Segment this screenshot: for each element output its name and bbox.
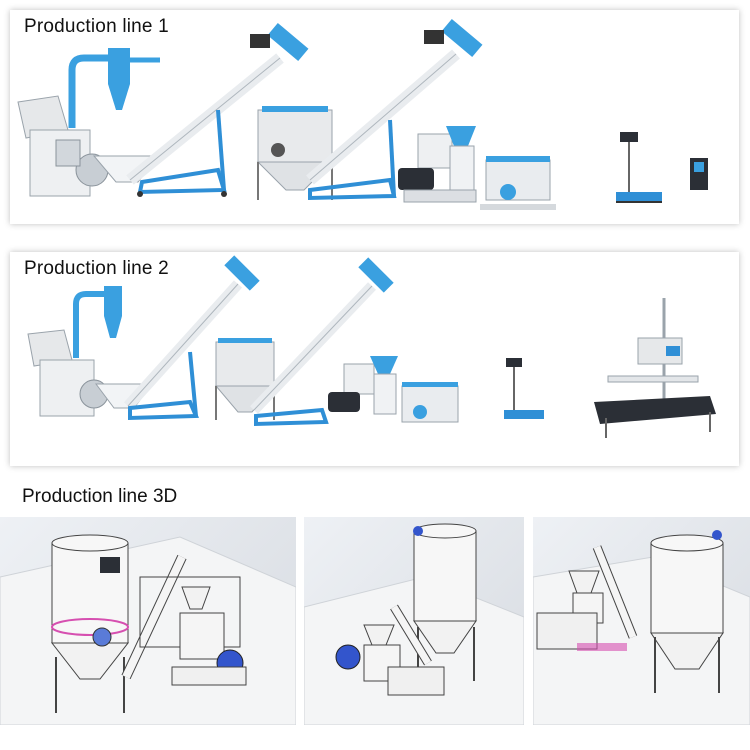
screw-conveyor-1 (92, 23, 309, 197)
crusher-machine (17, 95, 109, 197)
cyclone-separator (73, 286, 122, 358)
mixing-silo (650, 530, 724, 693)
3d-render-3-illustration (533, 530, 750, 725)
cooler-machine (401, 382, 459, 423)
production-line-3d-render-1 (0, 517, 296, 725)
automatic-packing-machine (594, 298, 716, 438)
production-line-3d-title: Production line 3D (22, 486, 178, 507)
production-line-1-illustration (17, 19, 708, 210)
pellet-mill (328, 356, 398, 415)
production-line-2-illustration (27, 255, 716, 438)
mixing-silo (413, 523, 477, 681)
crusher-machine (27, 329, 109, 417)
pellet-machine-assembly (536, 570, 627, 651)
cyclone-separator (68, 48, 160, 128)
pellet-mill (398, 126, 477, 203)
production-line-3d-render-2 (304, 517, 524, 725)
screw-conveyor-2 (250, 257, 394, 427)
inclined-screw-conveyor (390, 604, 432, 666)
mixer-hopper (214, 338, 276, 420)
screw-conveyor-2 (306, 19, 483, 201)
pellet-machine-assembly (139, 576, 247, 686)
3d-render-2-illustration (304, 523, 524, 725)
cooler-machine (480, 156, 556, 210)
3d-render-1-illustration (0, 534, 296, 725)
production-line-1-panel: Production line 1 (10, 10, 739, 224)
mixing-silo (50, 534, 130, 713)
weighing-scale (504, 358, 544, 419)
inclined-screw-conveyor (592, 545, 638, 639)
bag-sewing-machine (690, 158, 708, 190)
production-line-1-title: Production line 1 (24, 16, 169, 37)
weighing-scale (616, 132, 662, 203)
production-line-2-panel: Production line 2 (10, 252, 739, 466)
screw-conveyor-1 (95, 255, 260, 421)
mixer-hopper (256, 106, 334, 200)
pellet-machine-assembly (335, 624, 445, 696)
production-line-3d-render-3 (533, 517, 750, 725)
production-line-2-title: Production line 2 (24, 258, 169, 279)
